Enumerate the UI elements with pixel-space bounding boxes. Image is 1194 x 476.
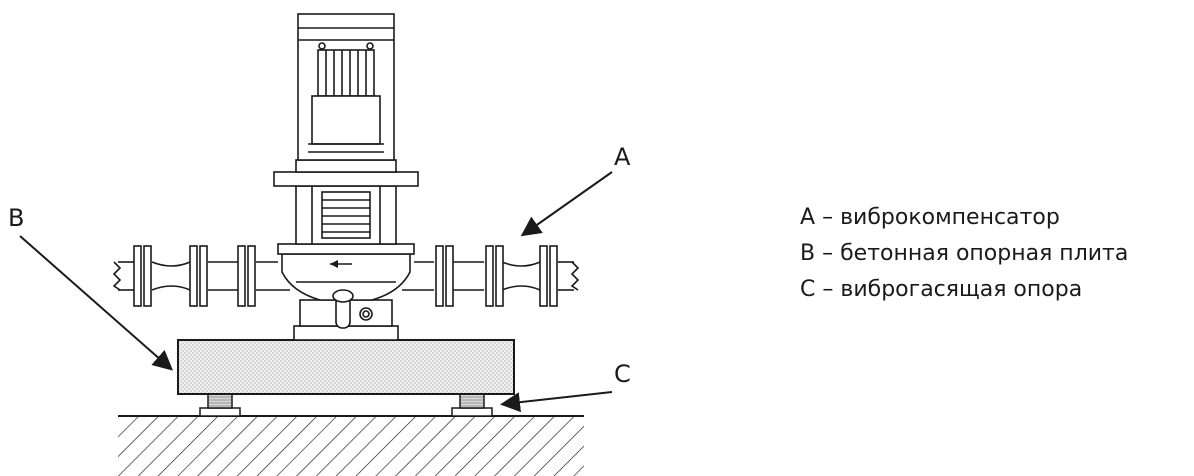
leader-arrow-a <box>520 171 613 237</box>
leader-arrow-b <box>19 235 174 371</box>
legend-separator: – <box>822 277 834 302</box>
legend-item-b: B – бетонная опорная плита <box>800 236 1128 272</box>
legend-key: B <box>800 241 816 266</box>
legend-text: виброкомпенсатор <box>840 205 1060 230</box>
coupling-bracket <box>273 159 419 245</box>
concrete-slab <box>177 339 515 395</box>
callout-c: C <box>614 360 631 388</box>
legend-separator: – <box>822 241 834 266</box>
legend-key: C <box>800 277 816 302</box>
leader-arrow-c <box>500 391 613 413</box>
ground <box>118 415 584 476</box>
legend-text: бетонная опорная плита <box>840 241 1129 266</box>
callout-a: A <box>614 143 631 171</box>
compensator-left <box>133 245 256 307</box>
legend-key: A <box>800 205 816 230</box>
compensator-right <box>435 245 558 307</box>
legend-item-c: C – виброгасящая опора <box>800 272 1128 308</box>
vibration-pad-right <box>451 393 493 417</box>
legend-text: виброгасящая опора <box>840 277 1083 302</box>
pipe-left <box>112 261 290 291</box>
vibration-pad-left <box>199 393 241 417</box>
motor <box>297 13 395 161</box>
pipe-right <box>402 261 580 291</box>
legend-separator: – <box>822 205 834 230</box>
legend-item-a: A – виброкомпенсатор <box>800 200 1128 236</box>
flow-direction-arrow <box>330 260 352 268</box>
callout-b: B <box>8 204 24 232</box>
drain-plug <box>332 289 373 329</box>
legend: A – виброкомпенсатор B – бетонная опорна… <box>800 200 1128 308</box>
